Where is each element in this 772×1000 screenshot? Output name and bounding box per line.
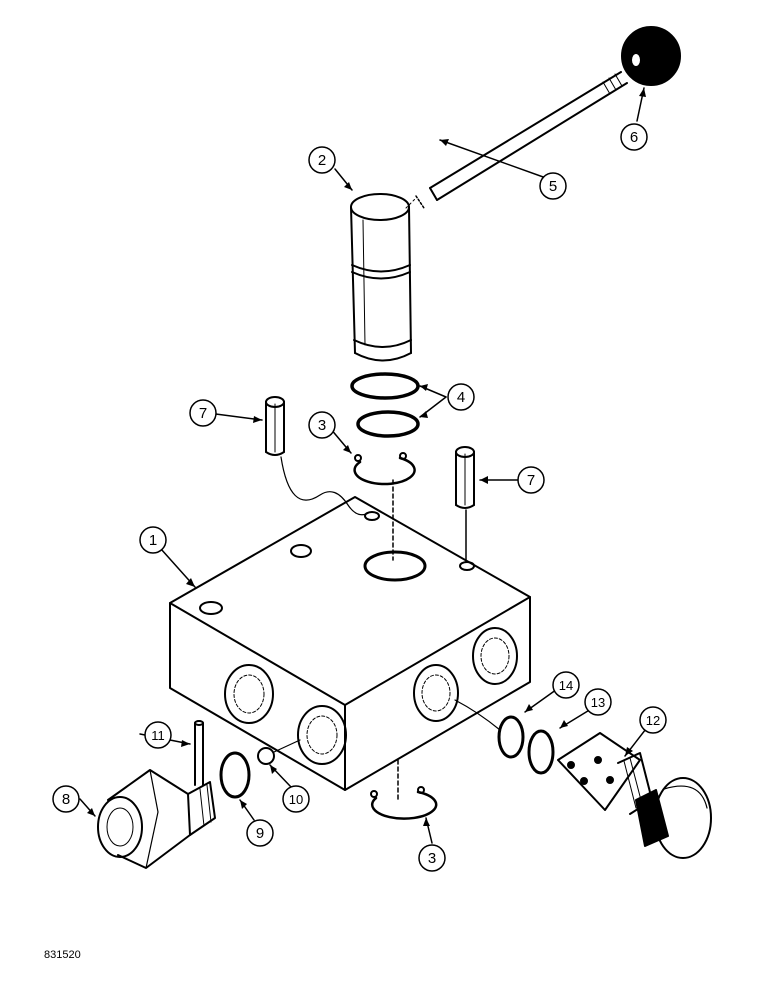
callout-1: 1 [149, 532, 157, 549]
valve-body [169, 496, 531, 791]
callout-2: 2 [318, 152, 326, 169]
o-ring-14 [497, 715, 525, 759]
callout-7-right: 7 [527, 472, 535, 489]
callout-10: 10 [289, 792, 303, 807]
callout-13: 13 [591, 695, 605, 710]
arrowheads [87, 88, 646, 826]
roll-pin [194, 720, 204, 786]
callout-5: 5 [549, 178, 557, 195]
o-ring-9 [219, 751, 251, 799]
callout-circles [52, 123, 667, 872]
o-ring-13 [454, 699, 555, 775]
callout-12: 12 [646, 713, 660, 728]
o-rings [350, 372, 420, 438]
callout-labels: 1 2 5 6 4 3 3 7 7 8 9 10 11 12 13 14 [62, 129, 660, 867]
handle-rod [405, 71, 628, 209]
callout-7-left: 7 [199, 405, 207, 422]
callout-9: 9 [256, 825, 264, 842]
fitting [97, 769, 216, 869]
callout-14: 14 [559, 678, 573, 693]
snap-ring-upper [353, 452, 416, 561]
cartridge [557, 732, 712, 859]
callout-4: 4 [457, 389, 465, 406]
callout-8: 8 [62, 791, 70, 808]
callout-6: 6 [630, 129, 638, 146]
callout-3-upper: 3 [318, 417, 326, 434]
snap-ring-lower [370, 759, 438, 820]
dowel-pin-right [455, 446, 475, 563]
knob [621, 26, 681, 86]
dowel-pin-left [265, 396, 371, 516]
callout-11: 11 [151, 728, 165, 743]
figure-id: 831520 [44, 949, 81, 961]
spool [350, 193, 412, 362]
callout-3-lower: 3 [428, 850, 436, 867]
ball-10 [257, 739, 301, 765]
